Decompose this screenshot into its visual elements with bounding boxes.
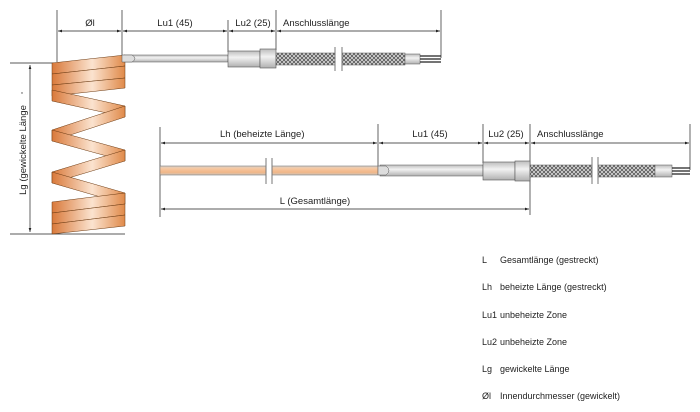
dim-total: L (Gesamtlänge): [280, 196, 350, 207]
dim-inner-diameter: Øl: [85, 18, 95, 29]
legend-symbol: L: [482, 255, 488, 265]
heated-section: [159, 158, 379, 184]
dim-lu2-straight: Lu2 (25): [488, 129, 523, 140]
legend-symbol: Øl: [482, 391, 491, 401]
dim-lu1-straight: Lu1 (45): [412, 129, 447, 140]
straight-sleeve-collar: [514, 160, 531, 182]
legend-item: Øl Innendurchmesser (gewickelt): [482, 391, 620, 401]
legend-item: Lh beheizte Länge (gestreckt): [482, 282, 607, 292]
top-sleeve: [227, 50, 261, 68]
dim-connection-straight: Anschlusslänge: [537, 129, 604, 140]
dim-lu1: Lu1 (45): [157, 18, 192, 29]
legend-text: Gesamtlänge (gestreckt): [500, 255, 599, 265]
legend-text: unbeheizte Zone: [500, 337, 568, 347]
legend-symbol: Lh: [482, 282, 493, 292]
dim-lu2: Lu2 (25): [235, 18, 270, 29]
dim-coil-length: Lg (gewickelte Länge: [18, 105, 29, 195]
legend-text: Innendurchmesser (gewickelt): [500, 391, 621, 401]
legend-text: gewickelte Länge: [500, 364, 570, 374]
top-braided-cable: [275, 47, 441, 71]
legend-symbol: Lu1: [482, 310, 498, 320]
straight-sleeve: [482, 161, 516, 181]
straight-cold-tube: [377, 164, 484, 177]
top-extension-lines: [56, 10, 442, 62]
legend-symbol: Lg: [482, 364, 493, 374]
legend-text: beheizte Länge (gestreckt): [500, 282, 607, 292]
dim-heated: Lh (beheizte Länge): [220, 129, 305, 140]
legend-item: Lg gewickelte Länge: [482, 364, 570, 374]
legend-item: L Gesamtlänge (gestreckt): [482, 255, 599, 265]
top-sleeve-collar: [259, 48, 277, 69]
legend-symbol: Lu2: [482, 337, 498, 347]
top-cold-tube: [121, 54, 229, 63]
straight-braided-cable: [529, 157, 690, 184]
coil: Lg (gewickelte Länge: [10, 54, 126, 235]
legend-text: unbeheizte Zone: [500, 310, 568, 320]
straight-dimension-arrows: [161, 141, 689, 211]
dim-connection: Anschlusslänge: [283, 18, 350, 29]
